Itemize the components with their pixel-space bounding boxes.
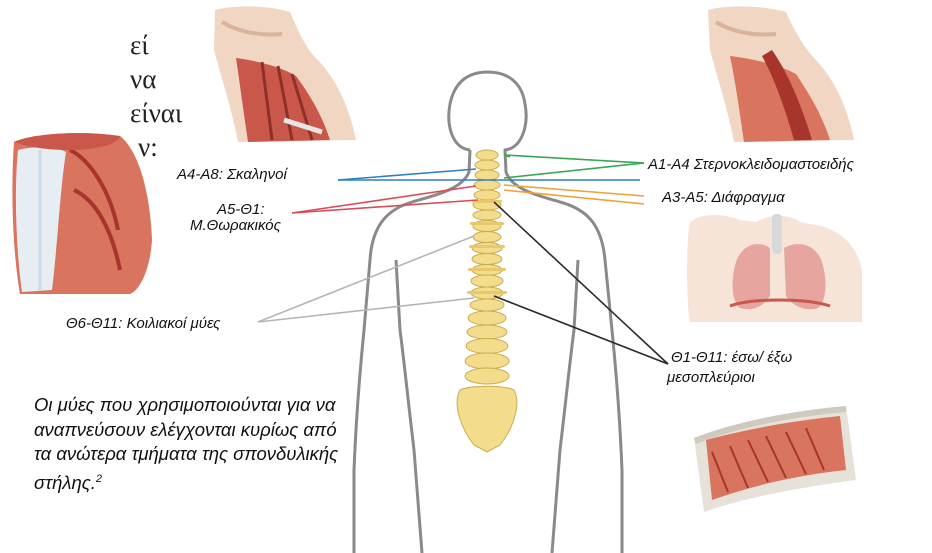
- label-intercostals: Θ1-Θ11: έσω/ έξω: [671, 349, 792, 367]
- label-thoracic-2: Μ.Θωρακικός: [190, 217, 281, 235]
- slide-heading: εί να είναι ν:: [0, 28, 160, 164]
- heading-line-2: ν:: [0, 130, 160, 164]
- label-scalenes: Α4-Α8: Σκαληνοί: [177, 166, 287, 184]
- label-intercostals-2: μεσοπλεύριοι: [667, 369, 755, 387]
- scm-illustration: [700, 6, 860, 146]
- label-scm: Α1-Α4 Στερνοκλειδομαστοειδής: [648, 156, 854, 174]
- label-abdominals: Θ6-Θ11: Κοιλιακοί μύες: [66, 315, 220, 333]
- scalenes-illustration: [203, 6, 363, 146]
- caption-footnote: 2: [96, 473, 102, 485]
- label-diaphragm: Α3-Α5: Διάφραγμα: [662, 189, 785, 207]
- caption-text: Οι μύες που χρησιμοποιούνται για να αναπ…: [34, 393, 344, 495]
- lungs-illustration: [687, 214, 862, 322]
- caption-body: Οι μύες που χρησιμοποιούνται για να αναπ…: [34, 394, 338, 493]
- heading-line-1: εί να είναι: [0, 28, 160, 130]
- connector-lines: [258, 155, 668, 364]
- intercostals-illustration: [694, 406, 856, 512]
